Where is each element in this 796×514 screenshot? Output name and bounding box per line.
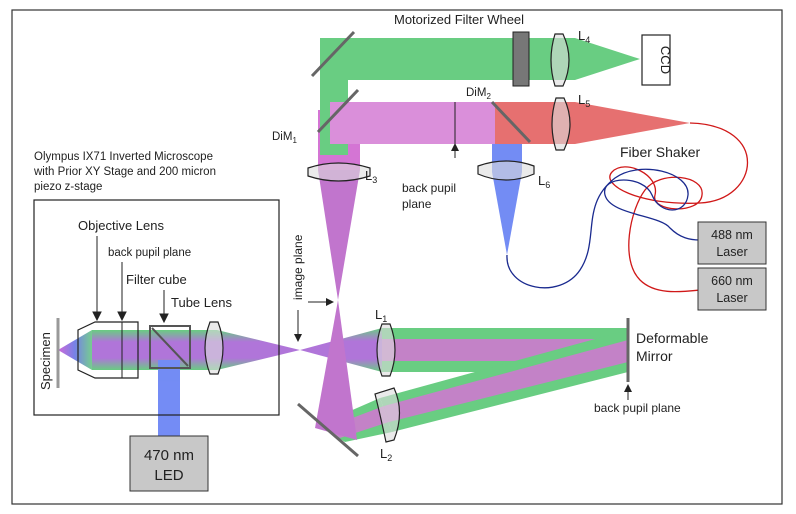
objective-lens-label: Objective Lens [78, 218, 164, 233]
laser-660-line1: 660 nm [711, 274, 753, 288]
red-to-fiber [575, 102, 690, 144]
led-beam [158, 360, 180, 436]
upper-back-pupil-label-1: back pupil [402, 181, 456, 195]
lens-l1 [376, 323, 396, 377]
led-line1: 470 nm [144, 447, 194, 464]
lens-l4-label: L4 [578, 28, 590, 45]
magenta-horizontal-beam [330, 102, 505, 144]
deformable-mirror-label-2: Mirror [636, 348, 673, 364]
microscope-group: Olympus IX71 Inverted Microscope with Pr… [33, 151, 280, 416]
microscope-arrows [92, 236, 169, 324]
specimen-label: Specimen [38, 332, 53, 390]
blue-fiber [506, 168, 701, 289]
microscope-title-line2: with Prior XY Stage and 200 micron [33, 166, 216, 178]
image-plane-group: image plane [291, 234, 334, 342]
laser-660-box [697, 267, 767, 311]
laser-488-line1: 488 nm [711, 228, 753, 242]
microscope-title-line3: piezo z-stage [34, 181, 102, 193]
converging-beam [217, 330, 300, 370]
lens-l5 [551, 97, 571, 151]
beams [58, 38, 690, 442]
lens-l2 [374, 387, 401, 443]
filter-cube-dichroic [151, 327, 189, 367]
blue-to-fiber [492, 172, 522, 255]
vertical-beam-upper [318, 170, 360, 300]
fiber-shaker-label: Fiber Shaker [620, 144, 700, 160]
lens-l2-label: L2 [380, 446, 392, 463]
lasers: 488 nm Laser 660 nm Laser [697, 221, 767, 311]
dichroic-dim2 [490, 100, 532, 144]
ccd-label: CCD [658, 46, 673, 74]
vertical-beam-lower [315, 300, 357, 440]
optics: L1 L2 Deformable Mirror back pupil plane… [272, 12, 709, 463]
objective-lens [77, 321, 139, 379]
lens-l4 [550, 33, 570, 87]
filter-cube-label: Filter cube [126, 272, 187, 287]
filter-cube [149, 325, 191, 369]
filter-wheel-label: Motorized Filter Wheel [394, 12, 524, 27]
lens-l5-label: L5 [578, 92, 590, 109]
tube-lens [204, 321, 224, 375]
back-pupil-plane-label: back pupil plane [108, 247, 191, 259]
lens-l3-label: L3 [365, 168, 377, 185]
upper-back-pupil-label-2: plane [402, 197, 432, 211]
green-to-ccd [552, 38, 640, 80]
microscope-box [33, 199, 280, 416]
lens-l6-label: L6 [538, 173, 550, 190]
lens-l6 [477, 160, 535, 181]
fibers: Fiber Shaker [506, 122, 748, 293]
filter-wheel [512, 31, 530, 87]
dichroic-dim1 [316, 88, 360, 134]
dm-back-pupil-label: back pupil plane [594, 401, 681, 415]
led-group: 470 nm LED [129, 435, 209, 492]
tube-lens-label: Tube Lens [171, 295, 232, 310]
outer-frame [11, 9, 783, 505]
ccd-box [641, 34, 671, 86]
deformable-mirror-label-1: Deformable [636, 330, 709, 346]
lower-fold-mirror [297, 402, 359, 458]
dim1-label: DiM1 [272, 131, 297, 145]
microscope-title-line1: Olympus IX71 Inverted Microscope [34, 151, 213, 163]
specimen-cone [58, 330, 92, 370]
microscope-beam [92, 330, 217, 370]
led-box [129, 435, 209, 492]
laser-660-line2: Laser [716, 291, 747, 305]
dm-to-l2-magenta [384, 340, 628, 422]
laser-488-box [697, 221, 767, 265]
lens-l1-label: L1 [375, 307, 387, 324]
led-line2: LED [154, 467, 183, 484]
upper-fold-mirror [310, 30, 356, 78]
lens-l3 [307, 162, 371, 182]
image-plane-label: image plane [291, 234, 305, 300]
laser-488-line2: Laser [716, 245, 747, 259]
dim2-label: DiM2 [466, 87, 491, 101]
